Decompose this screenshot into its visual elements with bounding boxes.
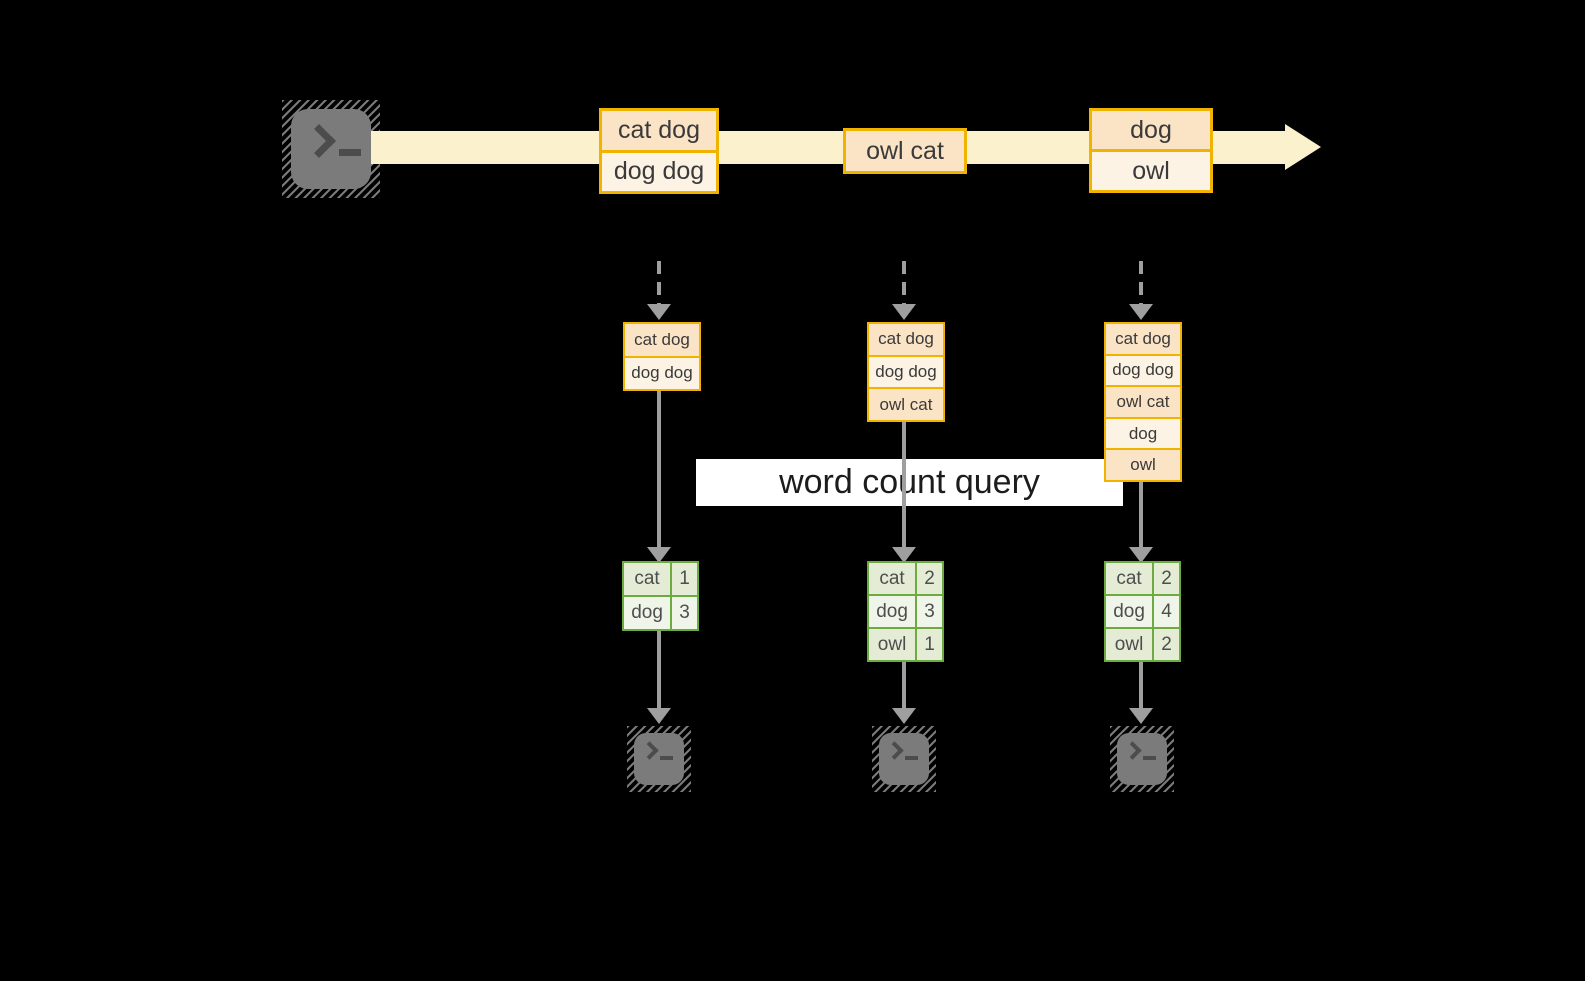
- ingest-arrow-3: [1129, 261, 1153, 320]
- count-value-cell: 2: [1152, 629, 1179, 660]
- state-row: dog dog: [625, 355, 699, 389]
- count-word-cell: dog: [624, 597, 671, 629]
- state-row: cat dog: [869, 324, 943, 355]
- state-row: owl cat: [869, 387, 943, 421]
- count-row: dog 3: [869, 594, 942, 627]
- count-row: dog 3: [624, 595, 697, 629]
- count-value-cell: 2: [915, 563, 942, 594]
- count-word-cell: owl: [1106, 629, 1153, 660]
- terminal-source-icon: [282, 100, 380, 198]
- query-arrow-1: [647, 387, 671, 563]
- prompt-cursor-icon: [339, 149, 361, 156]
- state-row: cat dog: [1106, 324, 1180, 354]
- stream-arrowhead-icon: [1285, 124, 1321, 170]
- ingest-arrow-1: [647, 261, 671, 320]
- count-word-cell: owl: [869, 629, 916, 660]
- terminal-screen: [291, 109, 371, 189]
- count-word-cell: dog: [869, 596, 916, 627]
- stream-event-box-1: cat dog dog dog: [599, 108, 719, 194]
- state-row: dog: [1106, 416, 1180, 449]
- prompt-chevron-icon: [885, 741, 904, 760]
- count-value-cell: 2: [1152, 563, 1179, 594]
- count-row: cat 2: [869, 563, 942, 594]
- count-value-cell: 4: [1152, 596, 1179, 627]
- prompt-cursor-icon: [905, 756, 918, 760]
- terminal-sink-icon-1: [627, 726, 691, 792]
- count-value-cell: 1: [915, 629, 942, 660]
- count-table-3: cat 2 dog 4 owl 2: [1104, 561, 1181, 662]
- query-arrow-3: [1129, 478, 1153, 563]
- state-row: owl: [1106, 448, 1180, 480]
- count-row: owl 2: [1106, 627, 1179, 660]
- prompt-cursor-icon: [1143, 756, 1156, 760]
- count-row: owl 1: [869, 627, 942, 660]
- stream-event-line: owl: [1092, 149, 1210, 190]
- output-arrow-3: [1129, 658, 1153, 724]
- count-word-cell: cat: [624, 563, 671, 595]
- state-box-2: cat dog dog dog owl cat: [867, 322, 945, 422]
- state-box-3: cat dog dog dog owl cat dog owl: [1104, 322, 1182, 482]
- stream-event-line: cat dog: [602, 111, 716, 150]
- count-row: cat 2: [1106, 563, 1179, 594]
- count-word-cell: cat: [1106, 563, 1153, 594]
- prompt-chevron-icon: [640, 741, 659, 760]
- stream-event-line: dog: [1092, 111, 1210, 149]
- state-row: dog dog: [1106, 353, 1180, 386]
- prompt-cursor-icon: [660, 756, 673, 760]
- count-table-1: cat 1 dog 3: [622, 561, 699, 631]
- count-row: dog 4: [1106, 594, 1179, 627]
- state-row: cat dog: [625, 324, 699, 356]
- count-table-2: cat 2 dog 3 owl 1: [867, 561, 944, 662]
- count-word-cell: cat: [869, 563, 916, 594]
- count-value-cell: 3: [915, 596, 942, 627]
- terminal-screen: [1117, 733, 1167, 785]
- stream-event-box-2: owl cat: [843, 128, 967, 174]
- query-arrow-2: [892, 418, 916, 563]
- state-row: dog dog: [869, 354, 943, 388]
- count-value-cell: 1: [670, 563, 697, 595]
- terminal-screen: [879, 733, 929, 785]
- count-value-cell: 3: [670, 597, 697, 629]
- output-arrow-1: [647, 627, 671, 724]
- state-box-1: cat dog dog dog: [623, 322, 701, 391]
- count-word-cell: dog: [1106, 596, 1153, 627]
- count-row: cat 1: [624, 563, 697, 595]
- stream-event-line: owl cat: [846, 131, 964, 171]
- prompt-chevron-icon: [302, 124, 336, 158]
- terminal-sink-icon-2: [872, 726, 936, 792]
- output-arrow-2: [892, 658, 916, 724]
- stream-event-line: dog dog: [602, 149, 716, 191]
- stream-event-box-3: dog owl: [1089, 108, 1213, 193]
- terminal-screen: [634, 733, 684, 785]
- terminal-sink-icon-3: [1110, 726, 1174, 792]
- prompt-chevron-icon: [1123, 741, 1142, 760]
- state-row: owl cat: [1106, 385, 1180, 417]
- ingest-arrow-2: [892, 261, 916, 320]
